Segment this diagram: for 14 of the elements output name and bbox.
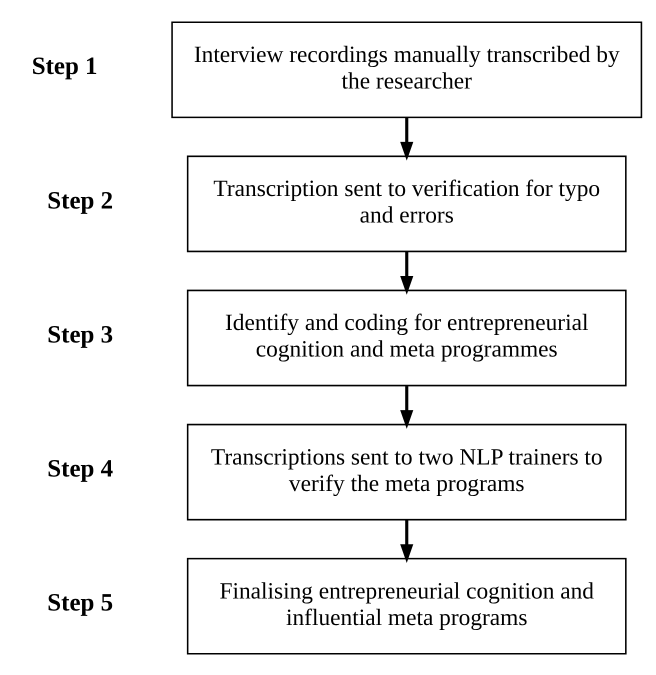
node-label: Step 1: [32, 52, 98, 80]
arrow: [400, 117, 414, 160]
node-label: Step 5: [47, 589, 114, 616]
arrow: [400, 520, 414, 562]
node-label: Step 4: [47, 454, 114, 482]
node-box: Interview recordings manually transcribed by the researcher: [171, 20, 642, 118]
arrow: [400, 252, 414, 294]
node-label: Step 3: [47, 320, 114, 348]
node-label: Step 2: [47, 186, 114, 214]
arrow: [400, 386, 414, 428]
node-box: Transcription sent to verification for typo and errors: [186, 155, 627, 252]
node-box: Finalising entrepreneurial cognition and influential meta programs: [186, 557, 627, 654]
node-box: Identify and coding for entrepreneurial cognition and meta programmes: [186, 289, 627, 386]
node-box: Transcriptions sent to two NLP trainers to verify the meta programs: [186, 423, 627, 520]
